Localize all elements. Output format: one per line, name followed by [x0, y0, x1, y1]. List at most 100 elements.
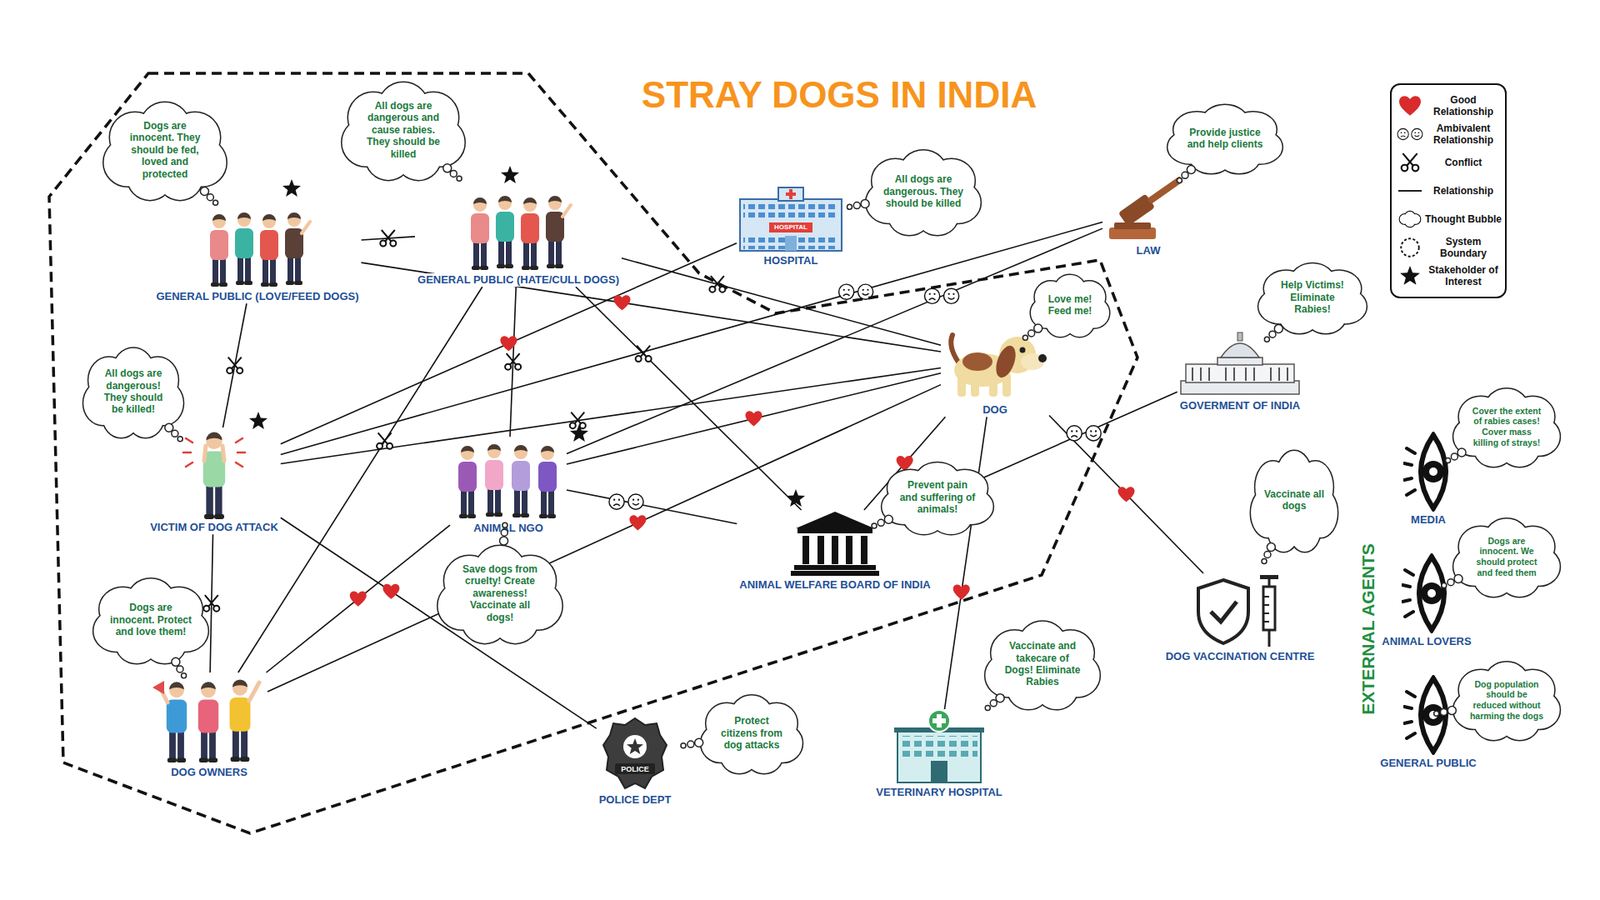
- stakeholder-node: DOG OWNERSDogs are innocent. Protect and…: [150, 672, 268, 780]
- stakeholder-node: MEDIACover the extent of rabies cases! C…: [1403, 431, 1454, 527]
- scissors-marker: [226, 357, 243, 375]
- bubble-dot: [213, 200, 219, 205]
- legend-entry: Good Relationship: [1395, 93, 1502, 119]
- relationship-line: [944, 416, 987, 710]
- bubble-text: All dogs are dangerous. They should be k…: [882, 173, 965, 210]
- bubble-dot: [1441, 582, 1447, 588]
- dog-icon: [950, 335, 1047, 397]
- legend-symbol: [1400, 265, 1420, 285]
- relationship-line: [280, 367, 941, 464]
- legend-swatch: [1395, 150, 1425, 175]
- legend-symbol: [1399, 210, 1421, 227]
- relationship-line: [280, 222, 1103, 455]
- stakeholder-node: ANIMAL NGOSave dogs from cruelty! Create…: [450, 436, 567, 535]
- victim-icon: [183, 432, 245, 520]
- relationship-line: [566, 373, 941, 465]
- owners-icon: [152, 679, 260, 763]
- bubble-text: Help Victims! Eliminate Rabies!: [1274, 279, 1351, 315]
- scissors-marker: [635, 345, 652, 363]
- legend-entry: Conflict: [1395, 150, 1502, 175]
- bubble-dot: [177, 436, 183, 442]
- heart-marker: [953, 585, 970, 600]
- legend-swatch: [1395, 93, 1425, 119]
- bubble-text: Love me! Feed me!: [1041, 293, 1098, 318]
- board-icon: [790, 511, 880, 576]
- stakeholder-name: ANIMAL WELFARE BOARD OF INDIA: [736, 578, 933, 592]
- legend-text: System Boundary: [1425, 235, 1502, 260]
- bubble-dot: [1261, 559, 1267, 565]
- thought-bubble: Dog population should be reduced without…: [1452, 660, 1561, 740]
- icon-area: [1177, 330, 1303, 398]
- thought-bubble: Help Victims! Eliminate Rabies!: [1257, 261, 1368, 334]
- thought-bubble: Dogs are innocent. Protect and love them…: [92, 576, 210, 664]
- legend-entry: Ambivalent Relationship: [1395, 121, 1502, 147]
- relationship-line: [566, 228, 1103, 454]
- stakeholder-name: VETERINARY HOSPITAL: [873, 785, 1005, 800]
- icon-area: [150, 672, 268, 765]
- bubble-dot: [985, 705, 990, 710]
- bubble-dot: [206, 194, 214, 201]
- bubble-dot: [456, 175, 462, 181]
- bubble-dot: [853, 202, 860, 210]
- legend-text: Ambivalent Relationship: [1425, 122, 1502, 147]
- gavel-icon: [1109, 171, 1187, 240]
- stakeholder-node: DOG VACCINATION CENTREVaccinate all dogs: [1163, 573, 1318, 664]
- bubble-text: Cover the extent of rabies cases! Cover …: [1469, 405, 1545, 448]
- bubble-text: Dogs are innocent. They should be fed, l…: [121, 120, 210, 180]
- legend-symbol: [1400, 238, 1419, 256]
- heart-marker: [382, 584, 400, 600]
- police-badge: [603, 718, 667, 789]
- icon-area: [1102, 175, 1195, 243]
- vet-icon: [894, 710, 985, 783]
- faces-marker: [1066, 425, 1101, 441]
- bubble-dot: [1186, 165, 1195, 175]
- relationship-line: [280, 243, 737, 445]
- legend-symbol: [1401, 153, 1420, 171]
- icon-area: [601, 716, 669, 792]
- bubble-text: Protect citizens from dog attacks: [715, 715, 789, 751]
- stakeholder-name: LAW: [1134, 244, 1164, 258]
- people-icon: [470, 195, 571, 270]
- legend-text: Good Relationship: [1425, 94, 1502, 119]
- scissors-marker: [570, 412, 586, 430]
- relationship-line: [566, 490, 737, 525]
- heart-marker: [745, 410, 763, 426]
- legend-symbol: [1397, 128, 1423, 140]
- thought-bubble: Love me! Feed me!: [1030, 273, 1110, 337]
- thought-bubble: Vaccinate all dogs: [1250, 448, 1339, 552]
- legend-entry: System Boundary: [1395, 235, 1502, 260]
- bubble-text: Dogs are innocent. Protect and love them…: [110, 601, 192, 638]
- vaccine-icon: [1198, 575, 1279, 647]
- relationship-markers: [203, 230, 1135, 612]
- stakeholder-node: HOSPITALAll dogs are dangerous. They sho…: [736, 185, 845, 268]
- bubble-dot: [1028, 330, 1035, 337]
- bubble-text: All dogs are dangerous and cause rabies.…: [360, 100, 448, 160]
- bubble-dot: [176, 665, 184, 673]
- stakeholder-node: GENERAL PUBLICDog population should be r…: [1377, 675, 1479, 770]
- interest-star: [282, 179, 301, 197]
- bubble-dot: [1450, 453, 1458, 460]
- interest-star: [786, 489, 805, 507]
- legend-swatch: [1395, 121, 1425, 147]
- heart-marker: [1118, 486, 1135, 502]
- icon-area: [789, 510, 881, 577]
- stakeholder-name: VICTIM OF DOG ATTACK: [147, 520, 281, 535]
- relationship-line: [621, 258, 941, 345]
- icon-area: [180, 427, 248, 520]
- people-icon: [210, 212, 310, 287]
- bubble-text: Vaccinate and takecare of Dogs! Eliminat…: [1001, 640, 1084, 689]
- bubble-dot: [450, 170, 457, 177]
- thought-bubble: Cover the extent of rabies cases! Cover …: [1452, 386, 1561, 467]
- stakeholder-name: ANIMAL NGO: [470, 521, 546, 535]
- thought-bubble: All dogs are dangerous! They should be k…: [82, 345, 185, 438]
- bubble-dot: [860, 200, 870, 209]
- icon-area: [450, 436, 567, 520]
- scissors-marker: [376, 432, 393, 450]
- interest-star: [249, 411, 268, 430]
- bubble-dot: [165, 423, 174, 432]
- legend-entry: Stakeholder of Interest: [1395, 263, 1502, 289]
- stakeholder-node: VETERINARY HOSPITALVaccinate and takecar…: [873, 709, 1005, 800]
- bubble-text: Dog population should be reduced without…: [1468, 679, 1545, 721]
